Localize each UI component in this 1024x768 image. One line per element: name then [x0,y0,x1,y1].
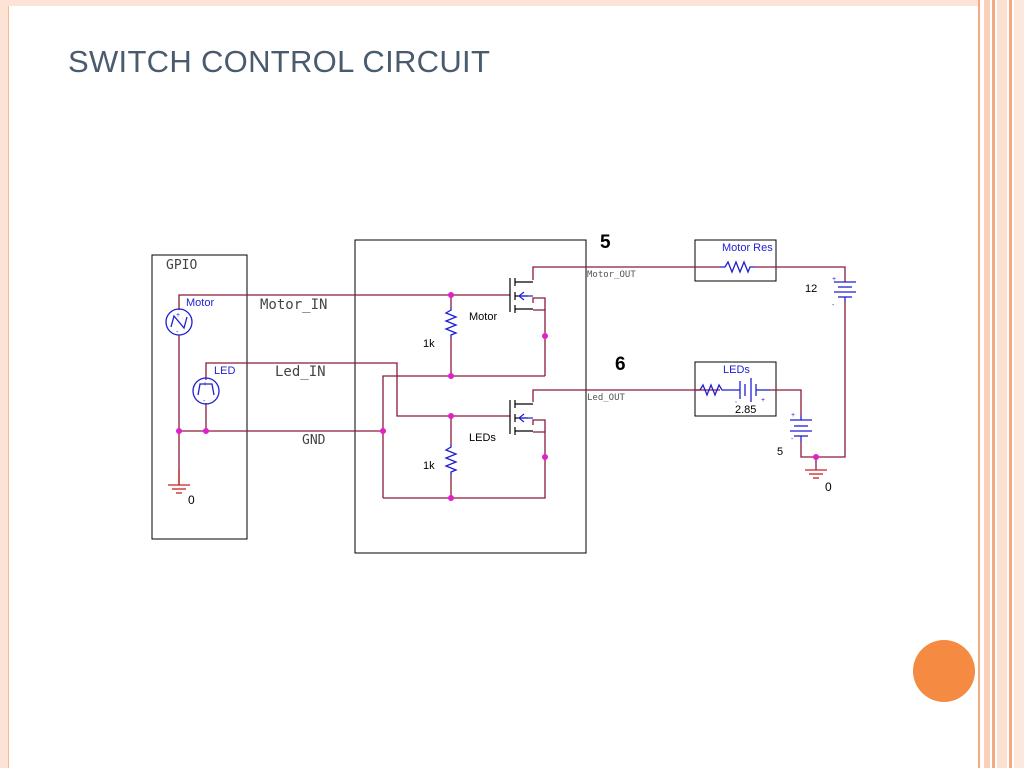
res-bottom-label: 1k [423,460,435,472]
svg-text:-: - [791,436,794,443]
motor-source-icon [165,308,193,336]
leds-load-box [694,361,777,417]
battery-12-icon [834,281,856,302]
mosfet-leds-arrow-icon [518,413,533,423]
slide-frame-top [0,0,980,6]
mosfet-motor-arrow-icon [518,291,533,301]
motor-resistor-icon [720,260,755,274]
svg-text:-: - [203,398,206,405]
fet-leds-label: LEDs [469,432,496,444]
source-led-label: LED [214,365,235,377]
led-voltage-label: 2.85 [735,404,756,416]
resistor-bottom-icon [444,444,458,475]
battery-12-label: 12 [805,283,817,295]
svg-text:-: - [176,329,179,336]
net-led-in-label: Led_IN [275,364,326,380]
source-motor-label: Motor [186,297,214,309]
ground-right-label: 0 [825,480,832,494]
decor-stripe [984,0,990,768]
res-top-label: 1k [423,338,435,350]
net-led-out-label: Led_OUT [587,393,626,403]
decor-stripe [992,0,995,768]
decor-stripe [1009,0,1012,768]
decor-stripe [997,0,1007,768]
net-motor-in-label: Motor_IN [260,297,327,313]
leds-resistor-icon [699,378,770,402]
ground-left-icon [168,470,190,494]
slide-title: SWITCH CONTROL CIRCUIT [68,44,491,79]
svg-text:+: + [791,412,795,419]
gpio-box [151,254,248,540]
led-source-icon [192,377,220,405]
svg-text:+: + [761,397,765,404]
gpio-label: GPIO [166,258,197,273]
wires [178,266,846,499]
ground-left-label: 0 [188,493,195,507]
junction-nodes [176,292,819,501]
switch-board-box [354,239,587,554]
decor-stripe [978,0,980,768]
svg-text:,: , [735,397,737,404]
load-leds-label: LEDs [723,364,750,376]
accent-circle [913,640,975,702]
fet-motor-label: Motor [469,311,497,323]
motor-load-box [694,239,777,282]
svg-text:+: + [203,381,207,388]
svg-text:+: + [176,312,180,319]
battery-5-icon [790,415,812,442]
pin-motor-label: 5 [600,232,611,253]
pin-led-label: 6 [615,354,626,375]
svg-text:-: - [832,302,835,309]
ground-right-icon [805,469,827,479]
decor-stripe [1014,0,1024,768]
slide-frame-left [0,0,9,768]
net-motor-out-label: Motor_OUT [587,270,636,280]
svg-text:+: + [832,276,836,283]
net-gnd-label: GND [302,433,326,448]
load-motor-label: Motor Res [722,242,773,254]
battery-5-label: 5 [777,446,783,458]
polarity-marks: + - + - + - + - , + [176,276,836,443]
resistor-top-icon [444,307,458,338]
